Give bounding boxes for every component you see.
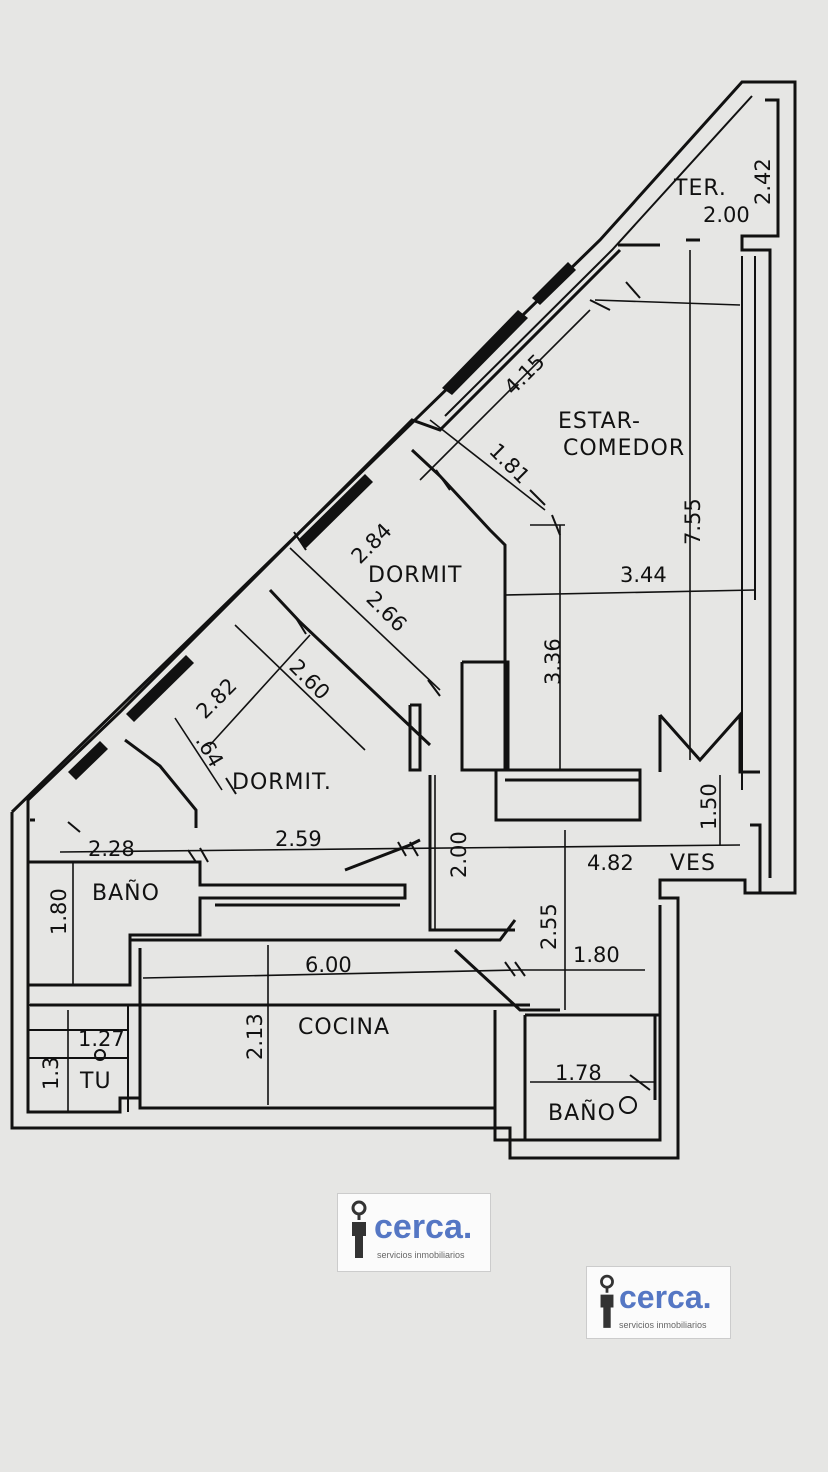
- logo-name: cerca.: [619, 1279, 712, 1315]
- dim-estar-diag-short: 1.81: [484, 439, 534, 489]
- cerca-logo-secondary: cerca. servicios inmobiliarios: [586, 1266, 731, 1339]
- dim-ter-height: 2.42: [751, 158, 775, 205]
- logo-tagline: servicios inmobiliarios: [377, 1250, 465, 1260]
- room-label-comedor: COMEDOR: [563, 436, 685, 461]
- room-label-ves: VES: [670, 851, 716, 876]
- dim-bano2-width: 1.78: [555, 1061, 602, 1085]
- dim-ter-width: 2.00: [703, 203, 750, 227]
- dim-dormit2-small: .64: [191, 731, 228, 772]
- location-pin-person-icon: [351, 1200, 367, 1258]
- dimension-ticks: [67, 281, 651, 1091]
- logo-name: cerca.: [374, 1208, 473, 1246]
- dim-hall-width: 1.80: [573, 943, 620, 967]
- dim-tu-height: 1.3: [39, 1057, 63, 1090]
- dim-dormit1-closet: 3.36: [541, 638, 565, 685]
- windows: [68, 262, 576, 780]
- dim-dormit1-diag: 2.84: [347, 518, 397, 568]
- interior-walls: [28, 238, 762, 1140]
- dim-bano1-width: 2.28: [88, 837, 135, 861]
- room-label-ter: TER.: [673, 176, 727, 201]
- location-pin-person-icon: [600, 1274, 614, 1328]
- room-labels: TER. ESTAR- COMEDOR DORMIT DORMIT. BAÑO …: [79, 176, 727, 1126]
- dim-cocina-width: 6.00: [305, 953, 352, 977]
- dim-corridor: 2.59: [275, 827, 322, 851]
- dim-dormit2-diag: 2.82: [192, 673, 242, 723]
- fixtures: [94, 1049, 637, 1114]
- dim-ves-width: 4.82: [587, 851, 634, 875]
- dim-estar-height: 7.55: [681, 498, 705, 545]
- room-label-dormit-2: DORMIT.: [232, 770, 332, 795]
- room-label-estar: ESTAR-: [558, 409, 641, 434]
- outer-walls: [10, 80, 797, 1160]
- room-label-bano-2: BAÑO: [548, 1099, 616, 1126]
- dim-estar-width: 3.44: [620, 563, 667, 587]
- dim-ves-height: 1.50: [697, 783, 721, 830]
- cerca-logo: cerca. servicios inmobiliarios: [337, 1193, 491, 1272]
- dim-corridor-height: 2.00: [447, 831, 471, 878]
- dim-hall-height: 2.55: [537, 903, 561, 950]
- dim-tu-width: 1.27: [78, 1027, 125, 1051]
- room-label-bano-1: BAÑO: [92, 879, 160, 906]
- dim-dormit1-width: 2.66: [361, 587, 411, 637]
- logo-tagline: servicios inmobiliarios: [619, 1320, 707, 1330]
- room-label-dormit-1: DORMIT: [368, 563, 462, 588]
- dimension-labels: 2.42 2.00 4.15 1.81 7.55 3.44 2.84 2.66 …: [39, 158, 775, 1090]
- dimension-lines: [59, 250, 756, 1112]
- room-label-cocina: COCINA: [298, 1015, 390, 1040]
- dim-bano1-height: 1.80: [47, 888, 71, 935]
- room-label-tu: TU: [79, 1069, 112, 1094]
- dim-cocina-height: 2.13: [243, 1013, 267, 1060]
